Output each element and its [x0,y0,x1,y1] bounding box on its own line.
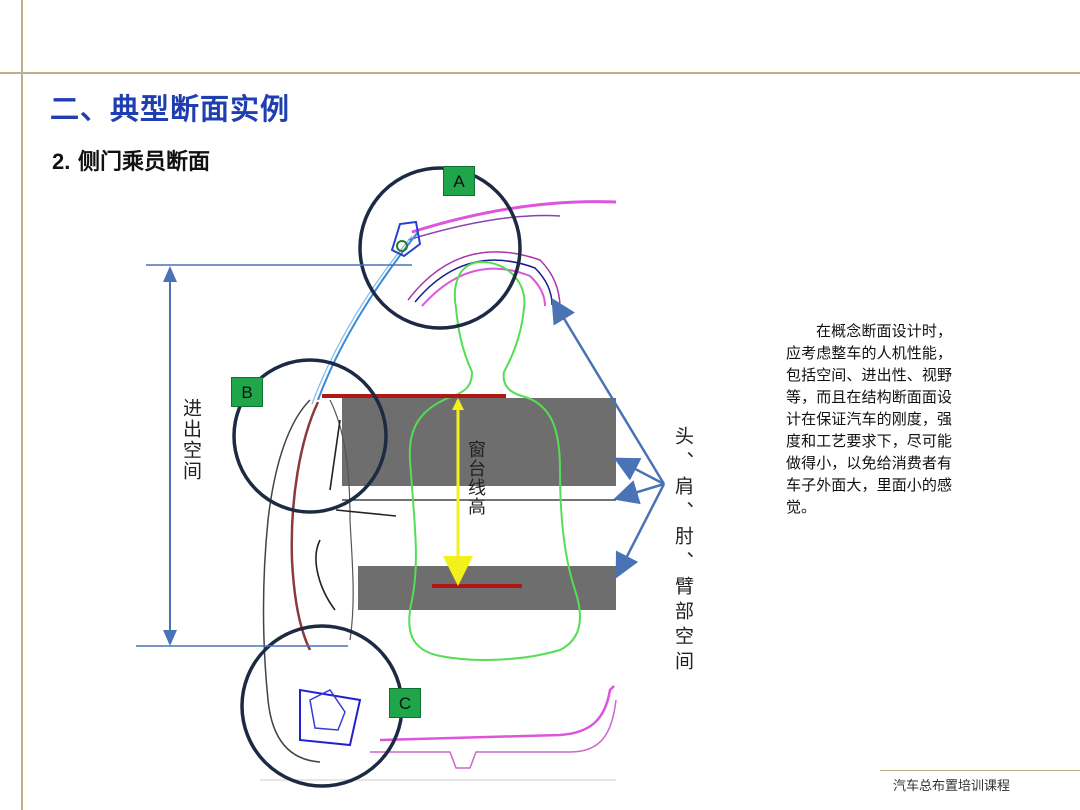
pointer-elbow [613,480,665,505]
headliner-arc-2 [414,259,553,306]
head-shoulder-space-label: 头、肩、肘、臂部空间 [672,426,694,676]
sill-detail [309,689,346,731]
entry-arrow-top [163,266,177,282]
roof-joint-point [396,240,408,252]
pointer-arm [615,483,666,579]
sill-reinforcement [299,688,362,747]
detail-circle-b [232,358,388,514]
detail-circle-c [240,624,404,788]
sill-height-arrow-head-top [452,398,464,410]
door-inner-panel [329,399,354,641]
pointer-shoulder [613,457,665,486]
detail-circle-a [358,166,522,330]
entry-arrow-bottom [163,630,177,646]
slide-subtitle: 2. 侧门乘员断面 [52,144,210,176]
occupant-outline [408,260,581,661]
sill-height-label: 窗台线高 [465,440,486,516]
floor-outer-line [379,685,615,742]
left-frame-line [21,0,23,810]
entry-space-label: 进出空间 [180,398,202,482]
subtitle-number: 2. [52,149,71,174]
description-text: 在概念断面设计时，应考虑整车的人机性能，包括空间、进出性、视野等，而且在结构断面… [786,322,952,516]
slide-title: 二、典型断面实例 [50,92,291,126]
subtitle-text: 侧门乘员断面 [78,150,211,175]
door-outer-panel [262,399,321,763]
door-glass [290,401,320,651]
badge-a: A [443,166,475,196]
pointer-head [551,297,666,485]
headliner-arc-1 [407,251,561,309]
headliner-arc-3 [421,267,546,307]
floor-inner-line [370,699,617,769]
footer-divider [880,770,1080,771]
glass-run-line-2 [311,235,413,405]
glass-run-line [317,231,419,401]
header-divider [0,72,1080,74]
badge-b: B [231,377,263,407]
roof-outer-line [411,200,617,234]
roof-inner-line [407,214,561,241]
door-trim-line [315,419,397,611]
footer-course-name: 汽车总布置培训课程 [893,779,1011,794]
roof-joint-detail [390,220,422,258]
upper-space-block [342,398,616,486]
badge-c: C [389,688,421,718]
